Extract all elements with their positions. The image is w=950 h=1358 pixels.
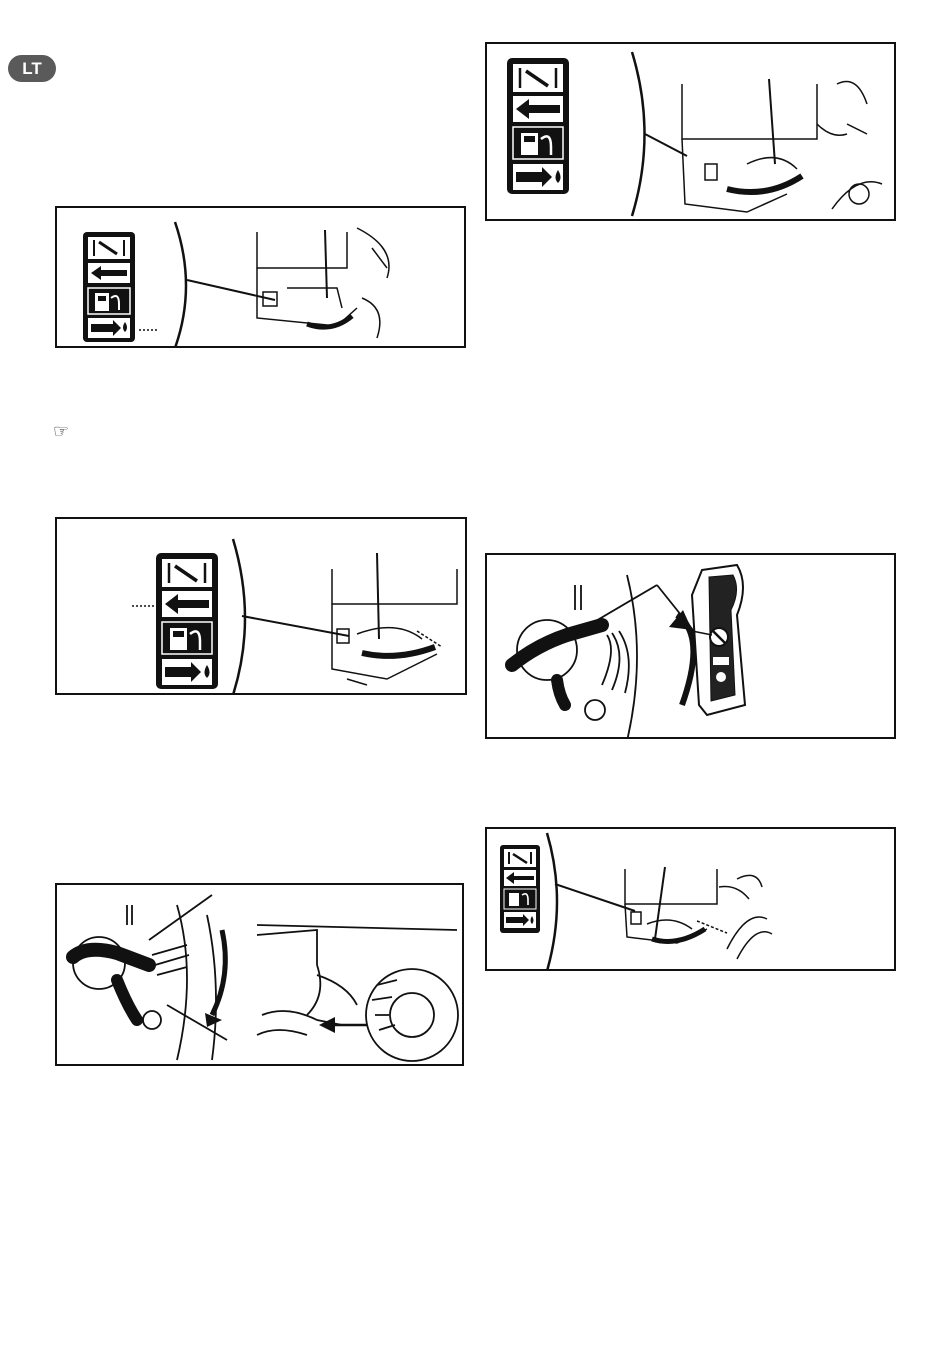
recoil-starter-icon bbox=[257, 925, 458, 1061]
figure-choke-open-switch bbox=[485, 553, 896, 739]
figure-fuel-valve-on-small bbox=[55, 206, 466, 348]
engine-drawing bbox=[332, 553, 457, 685]
engine-drawing bbox=[257, 228, 389, 338]
figure-fuel-valve-off bbox=[485, 827, 896, 971]
figure-fuel-valve-top-right bbox=[485, 42, 896, 221]
engine-switch-icon bbox=[687, 565, 745, 715]
engine-drawing bbox=[625, 867, 772, 959]
pointing-hand-icon: ☞ bbox=[53, 423, 69, 441]
fuel-label-plate bbox=[83, 232, 135, 342]
engine-drawing bbox=[682, 79, 882, 212]
figure-fuel-valve-on-large bbox=[55, 517, 467, 695]
choke-lever-icon bbox=[73, 895, 227, 1060]
fuel-label-plate bbox=[156, 553, 218, 689]
fuel-label-plate bbox=[500, 845, 540, 933]
fuel-label-plate bbox=[507, 58, 569, 194]
language-badge: LT bbox=[8, 55, 56, 82]
figure-choke-and-pull-start bbox=[55, 883, 464, 1066]
choke-lever-icon bbox=[512, 575, 697, 739]
